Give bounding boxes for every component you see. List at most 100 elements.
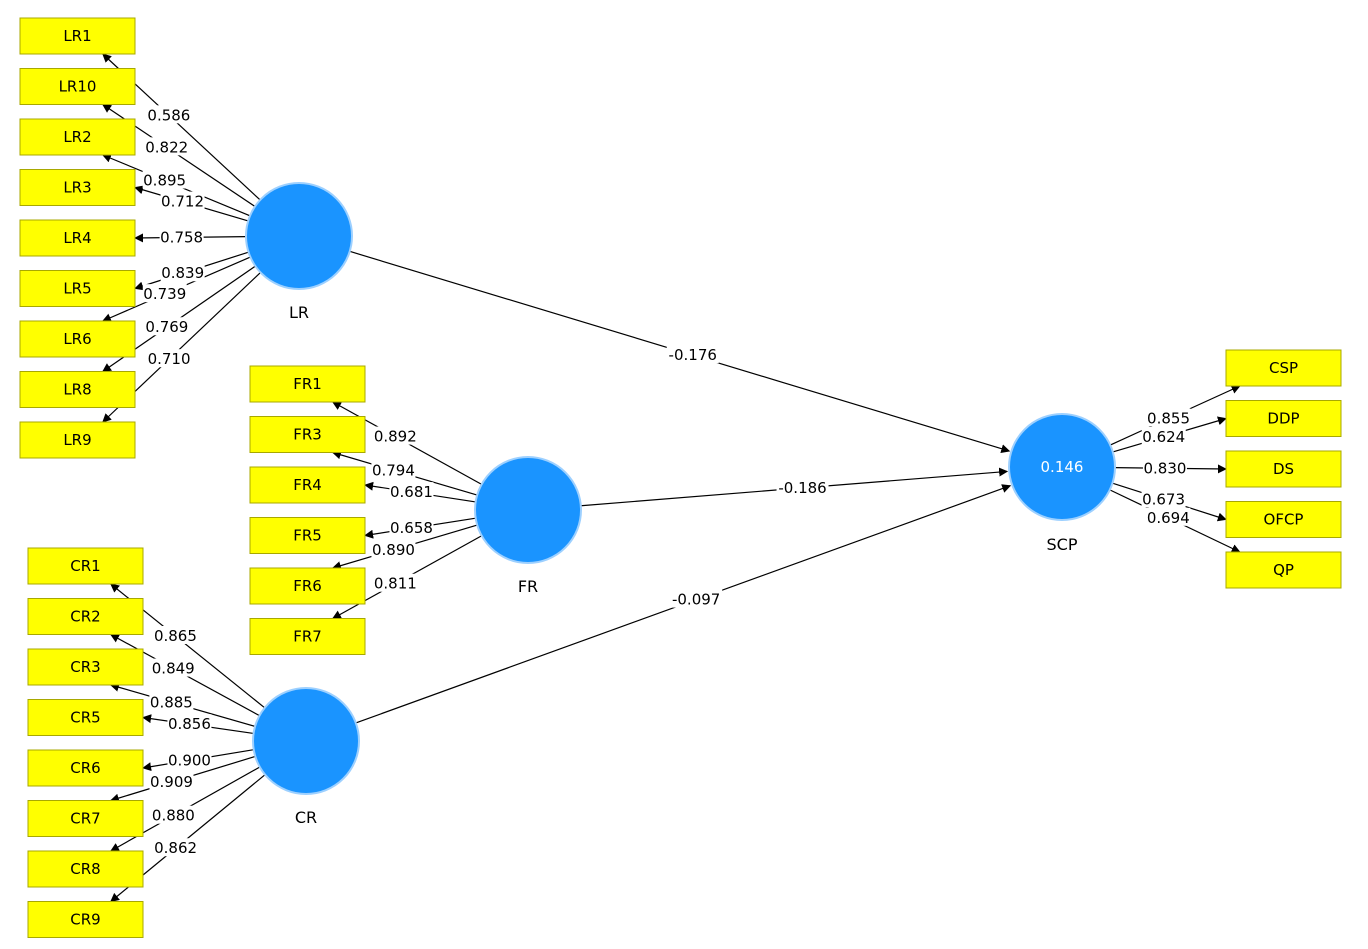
indicator-cr7[interactable]: CR7 xyxy=(27,800,144,837)
indicator-lr2[interactable]: LR2 xyxy=(19,118,136,156)
indicator-box xyxy=(249,466,366,504)
loading-value-cr1: 0.865 xyxy=(154,627,197,645)
indicator-label: CR3 xyxy=(70,658,100,676)
indicator-lr6[interactable]: LR6 xyxy=(19,320,136,358)
labels-layer: 0.5860.8220.8950.7120.7580.8390.7390.769… xyxy=(142,105,1191,857)
indicator-lr10[interactable]: LR10 xyxy=(19,68,136,105)
indicator-box xyxy=(249,365,366,403)
indicator-label: CR1 xyxy=(70,557,100,575)
indicator-box xyxy=(27,901,144,938)
indicator-box xyxy=(1225,450,1342,488)
path-coef-cr-scp: -0.097 xyxy=(672,591,720,609)
construct-fr[interactable]: FR xyxy=(474,456,582,596)
loading-label-bg xyxy=(1142,458,1187,477)
loading-label-bg xyxy=(1141,489,1186,508)
loading-value-fr5: 0.658 xyxy=(390,519,433,537)
indicator-cr3[interactable]: CR3 xyxy=(27,648,144,686)
construct-circle xyxy=(1008,413,1116,521)
indicator-cr1[interactable]: CR1 xyxy=(27,547,144,585)
loading-label-bg xyxy=(389,482,434,501)
indicator-qp[interactable]: QP xyxy=(1225,551,1342,589)
indicator-fr5[interactable]: FR5 xyxy=(249,517,366,554)
loading-value-cr8: 0.880 xyxy=(152,807,195,825)
indicator-cr9[interactable]: CR9 xyxy=(27,901,144,938)
indicator-ds[interactable]: DS xyxy=(1225,450,1342,488)
construct-cr[interactable]: CR xyxy=(252,687,360,827)
indicator-cr2[interactable]: CR2 xyxy=(27,598,144,635)
loading-label-bg xyxy=(160,191,205,210)
indicator-label: DDP xyxy=(1267,410,1299,428)
loading-label-bg xyxy=(142,284,187,303)
indicator-lr3[interactable]: LR3 xyxy=(19,169,136,206)
indicator-box xyxy=(19,270,136,307)
construct-circle xyxy=(252,687,360,795)
loading-label-bg xyxy=(167,714,212,733)
loading-value-fr6: 0.890 xyxy=(372,541,415,559)
indicator-lr8[interactable]: LR8 xyxy=(19,371,136,408)
indicator-label: CR2 xyxy=(70,608,100,626)
loading-label-bg xyxy=(371,460,416,479)
indicator-label: LR4 xyxy=(63,229,91,247)
loading-value-cr9: 0.862 xyxy=(154,839,197,857)
indicator-cr8[interactable]: CR8 xyxy=(27,850,144,888)
loading-label-bg xyxy=(371,539,416,558)
indicator-label: LR3 xyxy=(63,179,91,197)
indicator-box xyxy=(19,421,136,459)
loading-label-bg xyxy=(389,518,434,537)
construct-label: LR xyxy=(289,303,309,322)
loading-label-bg xyxy=(1141,426,1186,445)
loading-value-cr7: 0.909 xyxy=(150,773,193,791)
indicator-label: CR8 xyxy=(70,860,100,878)
indicator-box xyxy=(249,618,366,655)
loading-label-bg xyxy=(147,349,192,368)
construct-label: FR xyxy=(518,577,538,596)
loading-label-bg xyxy=(151,805,196,824)
r-squared-value: 0.146 xyxy=(1041,458,1084,476)
indicator-csp[interactable]: CSP xyxy=(1225,349,1342,387)
construct-circle xyxy=(474,456,582,564)
loading-value-fr4: 0.681 xyxy=(390,483,433,501)
indicator-box xyxy=(249,416,366,453)
indicator-box xyxy=(19,118,136,156)
loading-value-lr5: 0.839 xyxy=(161,264,204,282)
indicator-cr5[interactable]: CR5 xyxy=(27,699,144,736)
indicator-ofcp[interactable]: OFCP xyxy=(1225,501,1342,538)
indicator-box xyxy=(27,850,144,888)
indicator-box xyxy=(1225,501,1342,538)
indicator-lr5[interactable]: LR5 xyxy=(19,270,136,307)
indicator-label: LR8 xyxy=(63,381,91,399)
loading-label-bg xyxy=(153,838,198,857)
construct-lr[interactable]: LR xyxy=(245,182,353,322)
indicator-box xyxy=(249,517,366,554)
indicator-label: LR9 xyxy=(63,431,91,449)
loading-value-qp: 0.694 xyxy=(1147,509,1190,527)
loading-label-bg xyxy=(146,105,191,124)
loading-label-bg xyxy=(1146,507,1191,526)
indicator-ddp[interactable]: DDP xyxy=(1225,400,1342,437)
loading-value-lr3: 0.712 xyxy=(161,193,204,211)
indicator-fr6[interactable]: FR6 xyxy=(249,567,366,605)
indicator-box xyxy=(27,749,144,787)
indicator-fr4[interactable]: FR4 xyxy=(249,466,366,504)
indicator-lr4[interactable]: LR4 xyxy=(19,219,136,257)
indicator-lr9[interactable]: LR9 xyxy=(19,421,136,459)
indicator-fr3[interactable]: FR3 xyxy=(249,416,366,453)
indicator-label: QP xyxy=(1273,561,1294,579)
loading-value-fr1: 0.892 xyxy=(374,428,417,446)
indicator-fr7[interactable]: FR7 xyxy=(249,618,366,655)
loading-value-ddp: 0.624 xyxy=(1142,428,1185,446)
loading-value-lr2: 0.895 xyxy=(143,172,186,190)
indicator-cr6[interactable]: CR6 xyxy=(27,749,144,787)
indicator-lr1[interactable]: LR1 xyxy=(19,17,136,55)
indicator-fr1[interactable]: FR1 xyxy=(249,365,366,403)
indicator-label: OFCP xyxy=(1264,511,1304,529)
path-coef-bg xyxy=(670,588,723,608)
indicator-box xyxy=(1225,551,1342,589)
loading-value-lr8: 0.769 xyxy=(145,318,188,336)
loading-value-cr2: 0.849 xyxy=(152,660,195,678)
indicator-box xyxy=(27,699,144,736)
path-coef-bg xyxy=(666,344,719,364)
indicator-box xyxy=(19,169,136,206)
